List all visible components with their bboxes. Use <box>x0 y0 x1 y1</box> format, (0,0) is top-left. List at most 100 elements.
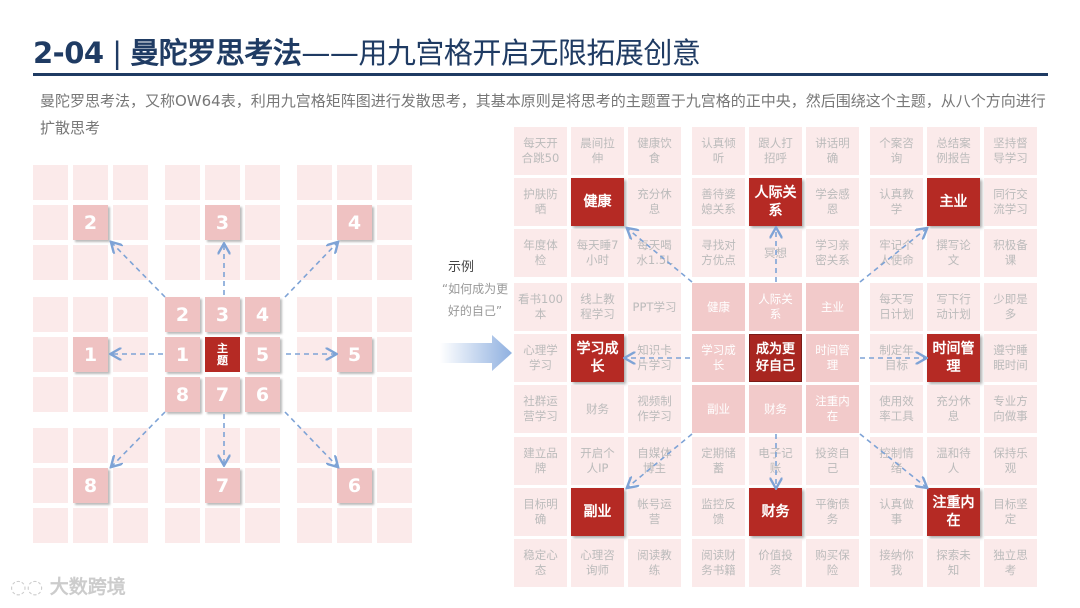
direction-cell: 4 <box>245 297 280 332</box>
idea-cell: 财务 <box>749 385 802 433</box>
idea-cell: 价值投资 <box>749 539 802 587</box>
grid-cell <box>377 468 412 503</box>
idea-cell: 写下行动计划 <box>927 283 980 331</box>
grid-cell <box>113 165 148 200</box>
grid-cell <box>33 165 68 200</box>
idea-cell: 知识卡片学习 <box>628 334 681 382</box>
idea-cell: 心理咨询师 <box>571 539 624 587</box>
theme-cell: 主题 <box>205 337 240 372</box>
idea-cell: 探索未知 <box>927 539 980 587</box>
grid-cell <box>33 508 68 543</box>
sub-theme-cell: 副业 <box>571 488 624 536</box>
direction-cell: 1 <box>73 337 108 372</box>
idea-cell: 坚持督导学习 <box>984 127 1037 175</box>
grid-cell <box>297 508 332 543</box>
left-arrows <box>112 229 926 487</box>
grid-cell <box>337 297 372 332</box>
idea-cell: 目标坚定 <box>984 488 1037 536</box>
sub-theme-cell: 健康 <box>571 178 624 226</box>
grid-cell <box>33 205 68 240</box>
sub-theme-cell: 学习成长 <box>571 334 624 382</box>
grid-cell <box>73 165 108 200</box>
grid-cell <box>165 428 200 463</box>
idea-cell: 个案咨询 <box>870 127 923 175</box>
grid-cell <box>33 468 68 503</box>
idea-cell: 阅读财务书籍 <box>692 539 745 587</box>
idea-cell: 监控反馈 <box>692 488 745 536</box>
idea-cell: PPT学习 <box>628 283 681 331</box>
example-label: 示例 <box>448 260 475 275</box>
idea-cell: 接纳你我 <box>870 539 923 587</box>
grid-cell <box>73 297 108 332</box>
idea-cell: 主业 <box>806 283 859 331</box>
idea-cell: 学习成长 <box>692 334 745 382</box>
sub-theme-cell: 财务 <box>749 488 802 536</box>
sub-theme-cell: 主业 <box>927 178 980 226</box>
idea-cell: 认真倾听 <box>692 127 745 175</box>
idea-cell: 建立品牌 <box>514 437 567 485</box>
grid-cell <box>377 245 412 280</box>
grid-cell <box>245 205 280 240</box>
grid-cell <box>245 245 280 280</box>
idea-cell: 稳定心态 <box>514 539 567 587</box>
idea-cell: 控制情绪 <box>870 437 923 485</box>
idea-cell: 购买保险 <box>806 539 859 587</box>
grid-cell <box>165 245 200 280</box>
idea-cell: 看书100本 <box>514 283 567 331</box>
grid-cell <box>33 337 68 372</box>
idea-cell: 认真教学 <box>870 178 923 226</box>
grid-cell <box>377 428 412 463</box>
direction-cell: 7 <box>205 377 240 412</box>
grid-cell <box>73 428 108 463</box>
idea-cell: 阅读教练 <box>628 539 681 587</box>
idea-cell: 保持乐观 <box>984 437 1037 485</box>
grid-cell <box>297 297 332 332</box>
logo: ◌◌ 大数跨境 <box>10 576 126 598</box>
idea-cell: 平衡债务 <box>806 488 859 536</box>
grid-cell <box>113 297 148 332</box>
idea-cell: 线上教程学习 <box>571 283 624 331</box>
idea-cell: 温和待人 <box>927 437 980 485</box>
idea-cell: 注重内在 <box>806 385 859 433</box>
grid-cell <box>165 165 200 200</box>
sub-theme-cell: 人际关系 <box>749 178 802 226</box>
idea-cell: 认真做事 <box>870 488 923 536</box>
grid-cell <box>377 297 412 332</box>
idea-cell: 目标明确 <box>514 488 567 536</box>
description: 曼陀罗思考法，又称OW64表，利用九宫格矩阵图进行发散思考，其基本原则是将思考的… <box>40 92 1046 137</box>
idea-cell: 心理学学习 <box>514 334 567 382</box>
grid-cell <box>297 165 332 200</box>
grid-cell <box>33 377 68 412</box>
grid-cell <box>113 508 148 543</box>
idea-cell: 财务 <box>571 385 624 433</box>
grid-cell <box>73 377 108 412</box>
example-question: “如何成为更好的自己” <box>441 282 509 318</box>
grid-cell <box>377 508 412 543</box>
idea-cell: 每天开合跳50 <box>514 127 567 175</box>
idea-cell: 撰写论文 <box>927 229 980 277</box>
grid-cell <box>377 205 412 240</box>
idea-cell: 健康 <box>692 283 745 331</box>
idea-cell: 总结案例报告 <box>927 127 980 175</box>
grid-cell <box>337 428 372 463</box>
idea-cell: 积极备课 <box>984 229 1037 277</box>
idea-cell: 善待婆媳关系 <box>692 178 745 226</box>
direction-cell: 2 <box>165 297 200 332</box>
idea-cell: 社群运营学习 <box>514 385 567 433</box>
direction-cell: 5 <box>245 337 280 372</box>
idea-cell: 晨间拉伸 <box>571 127 624 175</box>
grid-cell <box>297 468 332 503</box>
idea-cell: 每天睡7小时 <box>571 229 624 277</box>
grid-cell <box>337 245 372 280</box>
grid-cell <box>245 165 280 200</box>
direction-cell: 4 <box>337 205 372 240</box>
grid-cell <box>165 205 200 240</box>
grid-cell <box>113 468 148 503</box>
sub-theme-cell: 时间管理 <box>927 334 980 382</box>
grid-cell <box>73 245 108 280</box>
grid-cell <box>205 508 240 543</box>
grid-cell <box>73 508 108 543</box>
grid-cell <box>113 205 148 240</box>
grid-cell <box>297 205 332 240</box>
grid-cell <box>245 428 280 463</box>
